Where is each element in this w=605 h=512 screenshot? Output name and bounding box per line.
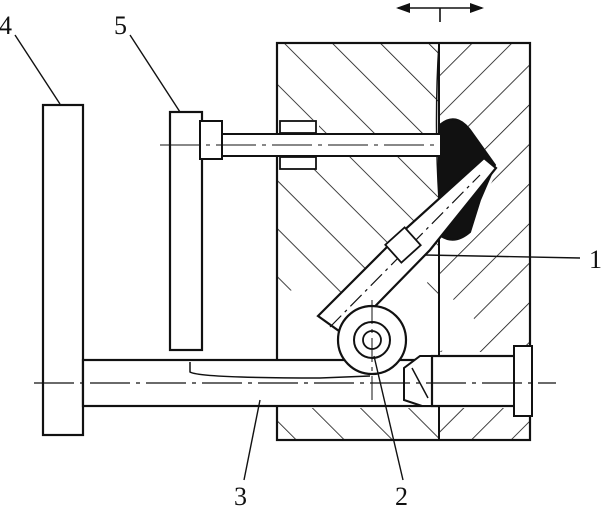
callout-5: 5 — [114, 11, 127, 40]
double-arrow-icon — [396, 3, 484, 22]
bolt-assembly — [403, 345, 533, 417]
plate-4 — [41, 103, 85, 437]
plate-5 — [168, 110, 448, 352]
callout-2: 2 — [395, 482, 408, 511]
leader-lines — [14, 34, 581, 481]
callout-1: 1 — [589, 245, 602, 274]
callout-4: 4 — [0, 11, 12, 40]
callout-3: 3 — [234, 482, 247, 511]
